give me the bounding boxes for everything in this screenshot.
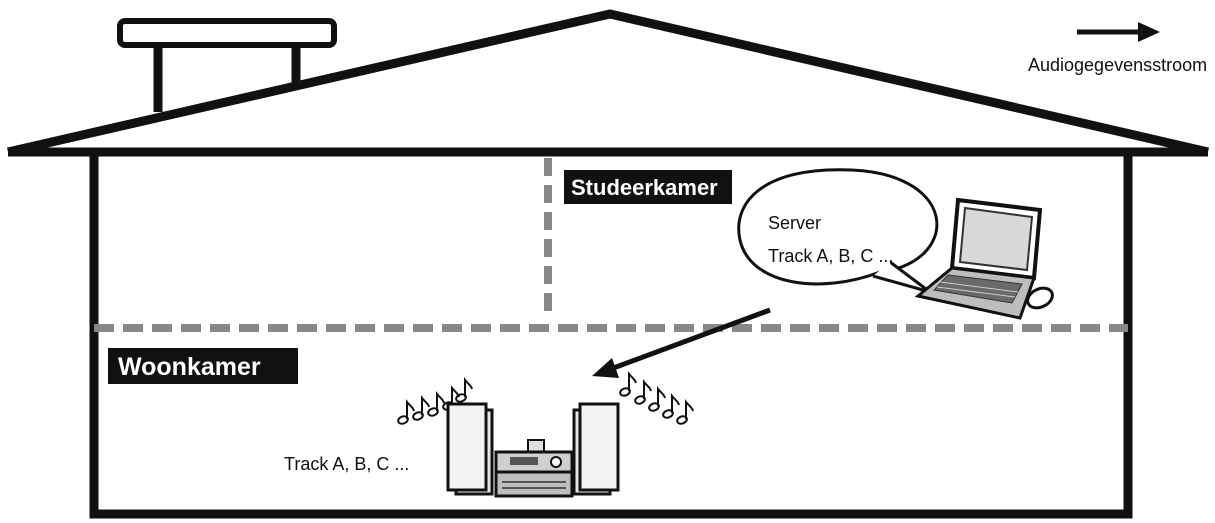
legend-label: Audiogegevensstroom (1028, 55, 1207, 75)
chimney-icon (117, 18, 337, 112)
music-notes-icon (397, 377, 473, 425)
laptop-icon (914, 197, 1043, 320)
living-room-label-text: Woonkamer (118, 353, 261, 381)
house-roof (6, 9, 1210, 157)
stereo-system-icon (494, 439, 574, 498)
house-walls (89, 152, 1133, 519)
server-tracks: Track A, B, C ... (768, 246, 893, 266)
mouse-icon (1026, 286, 1054, 310)
arrow-right-icon (1077, 22, 1160, 42)
study-room-label-text: Studeerkamer (571, 175, 718, 200)
living-room-label: Woonkamer (108, 348, 298, 384)
study-room-label: Studeerkamer (564, 170, 732, 204)
stereo-tracks: Track A, B, C ... (284, 454, 409, 474)
data-flow-arrow (592, 307, 771, 378)
speaker-icon (572, 402, 620, 496)
server-speech-bubble (737, 168, 939, 294)
speaker-icon (446, 402, 494, 496)
music-notes-icon (619, 371, 694, 425)
server-title: Server (768, 213, 821, 233)
